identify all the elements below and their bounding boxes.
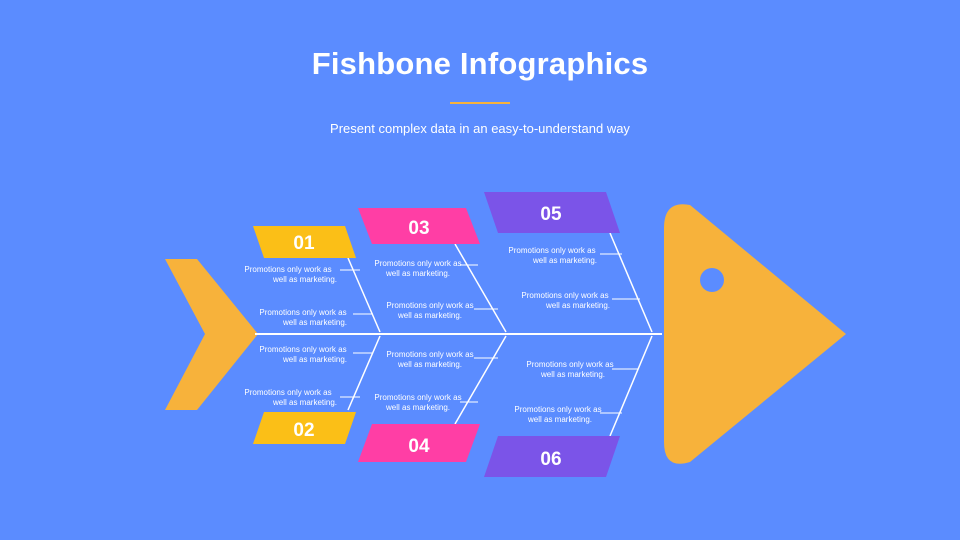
item-label: well as marketing.: [527, 415, 592, 424]
item-label: well as marketing.: [397, 311, 462, 320]
item-label: Promotions only work as: [244, 265, 331, 274]
rib-02: [347, 335, 381, 411]
rib-05: [609, 232, 653, 333]
item-label: Promotions only work as: [514, 405, 601, 414]
tag-06-shape: [484, 436, 620, 477]
title-divider: [450, 102, 510, 104]
item-label: well as marketing.: [385, 269, 450, 278]
item-label: Promotions only work as: [521, 291, 608, 300]
item-label: Promotions only work as: [374, 259, 461, 268]
item-label: well as marketing.: [282, 318, 347, 327]
item-label: Promotions only work as: [244, 388, 331, 397]
item-label: Promotions only work as: [508, 246, 595, 255]
fish-tail: [165, 259, 258, 410]
rib-04: [454, 335, 507, 425]
tag-01-shape: [253, 226, 356, 258]
tag-02-label: 02: [293, 420, 314, 441]
tag-03-shape: [358, 208, 480, 244]
item-label: Promotions only work as: [374, 393, 461, 402]
rib-06: [609, 335, 653, 437]
item-label: well as marketing.: [282, 355, 347, 364]
page-subtitle: Present complex data in an easy-to-under…: [330, 121, 630, 136]
page-title: Fishbone Infographics: [311, 46, 649, 81]
item-label: well as marketing.: [540, 370, 605, 379]
tag-05-shape: [484, 192, 620, 233]
item-label: well as marketing.: [385, 403, 450, 412]
item-label: Promotions only work as: [386, 350, 473, 359]
tag-05-label: 05: [540, 204, 562, 225]
tag-01-label: 01: [293, 233, 315, 254]
item-label: Promotions only work as: [259, 308, 346, 317]
fish-eye: [700, 268, 724, 292]
item-label: well as marketing.: [397, 360, 462, 369]
item-label: well as marketing.: [532, 256, 597, 265]
item-label: well as marketing.: [272, 398, 337, 407]
item-label: Promotions only work as: [386, 301, 473, 310]
item-label: Promotions only work as: [526, 360, 613, 369]
tag-06-label: 06: [540, 449, 561, 470]
item-label: well as marketing.: [545, 301, 610, 310]
item-label: well as marketing.: [272, 275, 337, 284]
tag-04-shape: [358, 424, 480, 462]
connector-lines: [340, 253, 640, 414]
tag-03-label: 03: [408, 218, 429, 239]
tag-02-shape: [253, 412, 356, 444]
item-label: Promotions only work as: [259, 345, 346, 354]
rib-03: [454, 243, 507, 333]
rib-01: [347, 257, 381, 333]
fish-head: [664, 204, 846, 464]
tag-04-label: 04: [408, 436, 430, 457]
